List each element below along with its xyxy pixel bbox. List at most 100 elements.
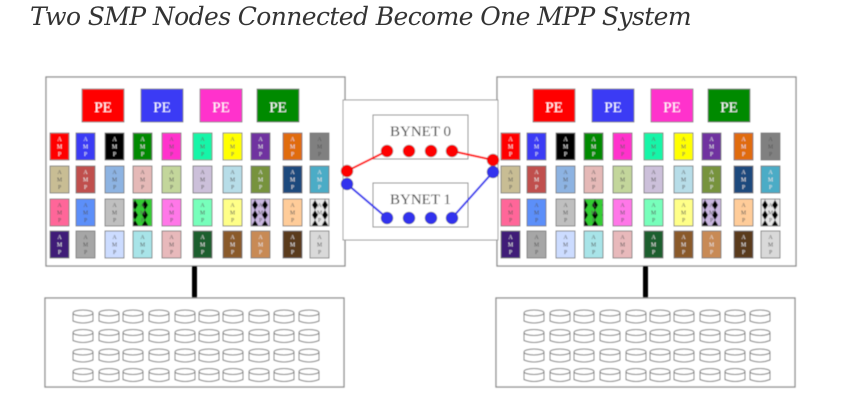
pe-label: PE — [545, 100, 563, 116]
disk-icon — [248, 368, 270, 382]
amp-box: AMP — [75, 132, 96, 161]
amp-box: AMP — [282, 132, 303, 161]
disk-icon — [98, 348, 120, 363]
amp-rect — [75, 132, 96, 161]
disk-icon — [122, 329, 144, 343]
disk-top — [749, 309, 771, 317]
disk-top — [673, 368, 695, 375]
amp-label-char: P — [231, 250, 235, 256]
amp-label-char: A — [169, 235, 174, 241]
disk-icon — [148, 368, 170, 382]
amp-label-char: A — [258, 235, 263, 241]
disk-top — [549, 368, 571, 375]
amp-rect — [760, 230, 781, 259]
amp-label-char: A — [651, 203, 656, 209]
disk-top — [549, 348, 571, 356]
disk-icon — [148, 348, 170, 363]
amp-rect — [104, 165, 125, 194]
disk-top — [649, 368, 671, 375]
amp-label-char: P — [769, 152, 773, 158]
disk-top — [724, 309, 746, 317]
amp-box: AMP — [161, 198, 182, 227]
disk-icon — [599, 348, 621, 363]
amp-label-char: A — [112, 137, 117, 143]
amp-rect — [701, 198, 722, 227]
amp-label-char: A — [83, 203, 88, 209]
pe-box: PE — [650, 88, 694, 123]
disk-icon — [625, 309, 647, 324]
bynet-port — [402, 144, 416, 158]
amp-box: AMP — [192, 230, 213, 259]
amp-label-char: A — [651, 170, 656, 176]
amp-label-char: P — [621, 218, 625, 224]
amp-box: AMP — [222, 198, 243, 227]
amp-rect — [282, 132, 303, 161]
amp-box: AMP — [49, 132, 70, 161]
amp-label-char: M — [508, 145, 514, 151]
disk-icon — [549, 329, 571, 343]
disk-icon — [222, 368, 244, 382]
amp-box: AMP — [701, 132, 722, 161]
disk-top — [573, 368, 595, 375]
amp-label-char: P — [564, 185, 568, 191]
disk-icon — [673, 329, 695, 343]
amp-label-char: P — [201, 250, 205, 256]
amp-box: AMP — [583, 132, 604, 161]
amp-label-char: A — [57, 137, 62, 143]
amp-box: AMP — [132, 165, 153, 194]
amp-label-char: M — [57, 145, 63, 151]
pe-rect — [256, 88, 300, 123]
disk-top — [749, 348, 771, 356]
amp-label-char: P — [564, 250, 568, 256]
amp-label-char: M — [620, 145, 626, 151]
amp-rect — [250, 165, 271, 194]
disk-top — [174, 348, 196, 356]
amp-label-char: A — [768, 137, 773, 143]
disk-top — [222, 329, 244, 336]
amp-label-char: M — [200, 145, 206, 151]
disk-icon — [273, 368, 295, 382]
amp-label-char: A — [290, 203, 295, 209]
amp-label-char: A — [681, 137, 686, 143]
disk-icon — [673, 309, 695, 324]
amp-rect — [555, 132, 576, 161]
amp-label-char: M — [534, 211, 540, 217]
disk-top — [298, 329, 320, 336]
amp-label-char: M — [290, 178, 296, 184]
disk-top — [122, 348, 144, 356]
amp-box: AMP — [75, 230, 96, 259]
amp-label-char: M — [508, 211, 514, 217]
disk-top — [98, 309, 120, 317]
amp-label-char: A — [200, 203, 205, 209]
amp-label-char: P — [742, 185, 746, 191]
amp-label-char: M — [112, 211, 118, 217]
amp-box: AMP — [192, 165, 213, 194]
amp-rect — [583, 165, 604, 194]
amp-label-char: M — [709, 178, 715, 184]
disk-icon — [148, 329, 170, 343]
amp-box: AMP — [104, 165, 125, 194]
pe-label: PE — [663, 100, 681, 116]
disk-top — [72, 368, 94, 375]
amp-label-char: M — [83, 145, 89, 151]
disk-icon — [298, 329, 320, 343]
disk-top — [222, 348, 244, 356]
amp-label-char: P — [621, 185, 625, 191]
amp-box: AMP — [309, 132, 330, 161]
amp-label-char: A — [768, 170, 773, 176]
amp-box: AMP — [282, 165, 303, 194]
disk-top — [248, 309, 270, 317]
disk-icon — [599, 329, 621, 343]
amp-label-char: P — [592, 185, 596, 191]
amp-label-char: A — [317, 137, 322, 143]
amp-label-char: A — [83, 170, 88, 176]
amp-rect — [555, 165, 576, 194]
amp-rect — [701, 165, 722, 194]
disk-icon — [72, 329, 94, 343]
amp-box: AMP — [132, 132, 153, 161]
amp-label-char: A — [258, 170, 263, 176]
disk-top — [724, 368, 746, 375]
bynet-label: BYNET 1 — [390, 192, 451, 208]
